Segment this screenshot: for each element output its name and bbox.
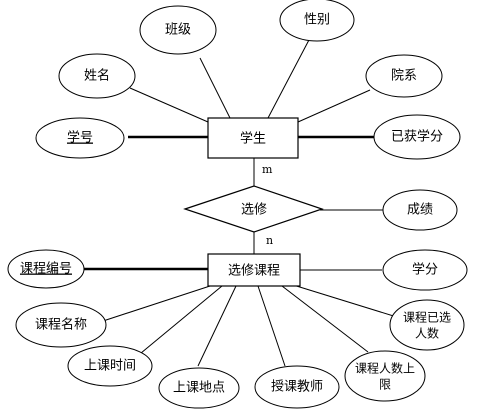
cardinality-course-side: n	[266, 234, 273, 247]
entity-course-label: 选修课程	[228, 264, 280, 279]
relationship-diamond	[183, 185, 324, 233]
attribute-earned-credits-label: 已获学分	[391, 129, 443, 145]
attribute-student-id-ellipse	[35, 117, 125, 159]
attribute-student-id-label: 学号	[67, 130, 93, 146]
attribute-capacity-ellipse	[344, 350, 426, 402]
attribute-course-id-label: 课程编号	[20, 262, 72, 277]
connector-course-name	[99, 285, 211, 323]
attribute-class-ellipse	[139, 5, 217, 55]
connector-course-time	[134, 285, 223, 359]
attribute-gender-ellipse	[279, 0, 355, 42]
connector-course-location	[197, 285, 237, 367]
connector-course-capacity	[281, 285, 369, 353]
attribute-capacity-label-line1: 课程人数上	[355, 361, 415, 376]
attribute-earned-credits-ellipse	[373, 114, 461, 160]
attribute-location-label: 上课地点	[173, 381, 225, 396]
attribute-name-ellipse	[58, 53, 136, 99]
attribute-time-label: 上课时间	[84, 359, 136, 374]
attribute-enrolled-label-line2: 人数	[415, 326, 439, 341]
attribute-credits-ellipse	[382, 249, 468, 291]
connector-student-gender	[267, 37, 311, 119]
entity-course-box	[207, 253, 301, 287]
connector-course-teacher	[257, 285, 286, 367]
attribute-course-id-ellipse	[7, 249, 85, 289]
connector-student-department	[297, 89, 371, 123]
attribute-gender-label: 性别	[304, 13, 330, 28]
cardinality-student-side: m	[262, 163, 273, 176]
attribute-enrolled-ellipse	[389, 299, 465, 351]
attribute-course-name-ellipse	[15, 302, 107, 348]
attribute-department-ellipse	[365, 54, 443, 98]
attribute-teacher-label: 授课教师	[271, 379, 323, 395]
connector-student-class	[199, 57, 231, 119]
attribute-class-label: 班级	[165, 23, 191, 38]
attribute-grade-label: 成绩	[407, 203, 433, 218]
attribute-grade-ellipse	[382, 189, 458, 231]
attribute-time-ellipse	[67, 345, 153, 387]
attribute-name-label: 姓名	[84, 68, 110, 84]
entity-student-box	[207, 117, 299, 159]
attribute-enrolled-label-line1: 课程已选	[403, 310, 451, 325]
entity-student-label: 学生	[240, 131, 266, 147]
attribute-course-name-label: 课程名称	[35, 317, 87, 333]
attribute-location-ellipse	[158, 367, 240, 409]
attribute-capacity-label-line2: 限	[379, 378, 391, 392]
relationship-label: 选修	[241, 203, 267, 218]
attribute-credits-label: 学分	[412, 262, 438, 278]
attribute-teacher-ellipse	[254, 365, 340, 409]
attribute-department-label: 院系	[391, 69, 417, 84]
connector-course-enrolled	[289, 283, 401, 319]
connector-student-name	[129, 87, 209, 123]
